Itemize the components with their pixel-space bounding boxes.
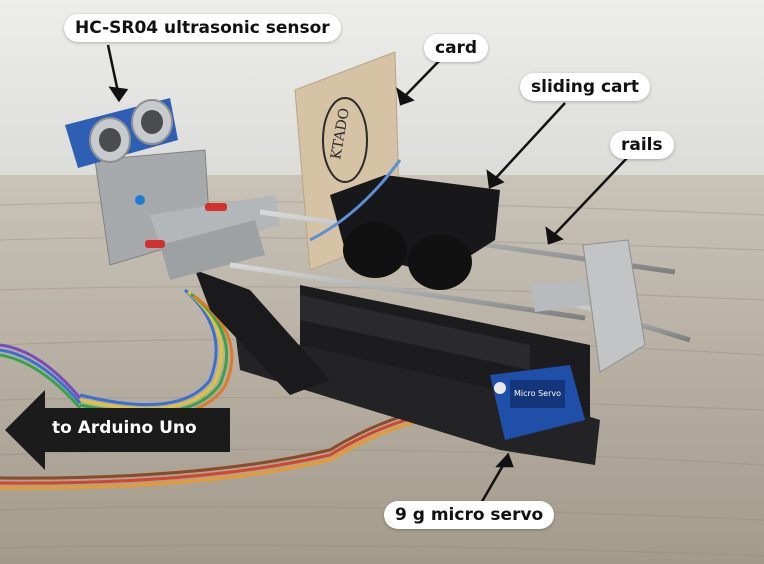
micro-servo: Micro Servo: [490, 365, 585, 440]
sensor-mount: [94, 149, 280, 280]
callout-servo: 9 g micro servo: [384, 501, 555, 529]
right-post: [530, 239, 646, 373]
callout-sensor: HC-SR04 ultrasonic sensor: [64, 14, 341, 42]
leader-lines: [106, 44, 628, 506]
callout-rails: rails: [610, 131, 674, 159]
arrow-left-icon: [5, 390, 230, 470]
arduino-label: to Arduino Uno: [52, 418, 197, 438]
callout-card: card: [424, 34, 489, 62]
callout-sliding-cart: sliding cart: [520, 73, 651, 101]
ultrasonic-sensor: [65, 98, 178, 168]
servo-print-text: Micro Servo: [514, 389, 561, 398]
sliding-cart: [309, 159, 500, 290]
